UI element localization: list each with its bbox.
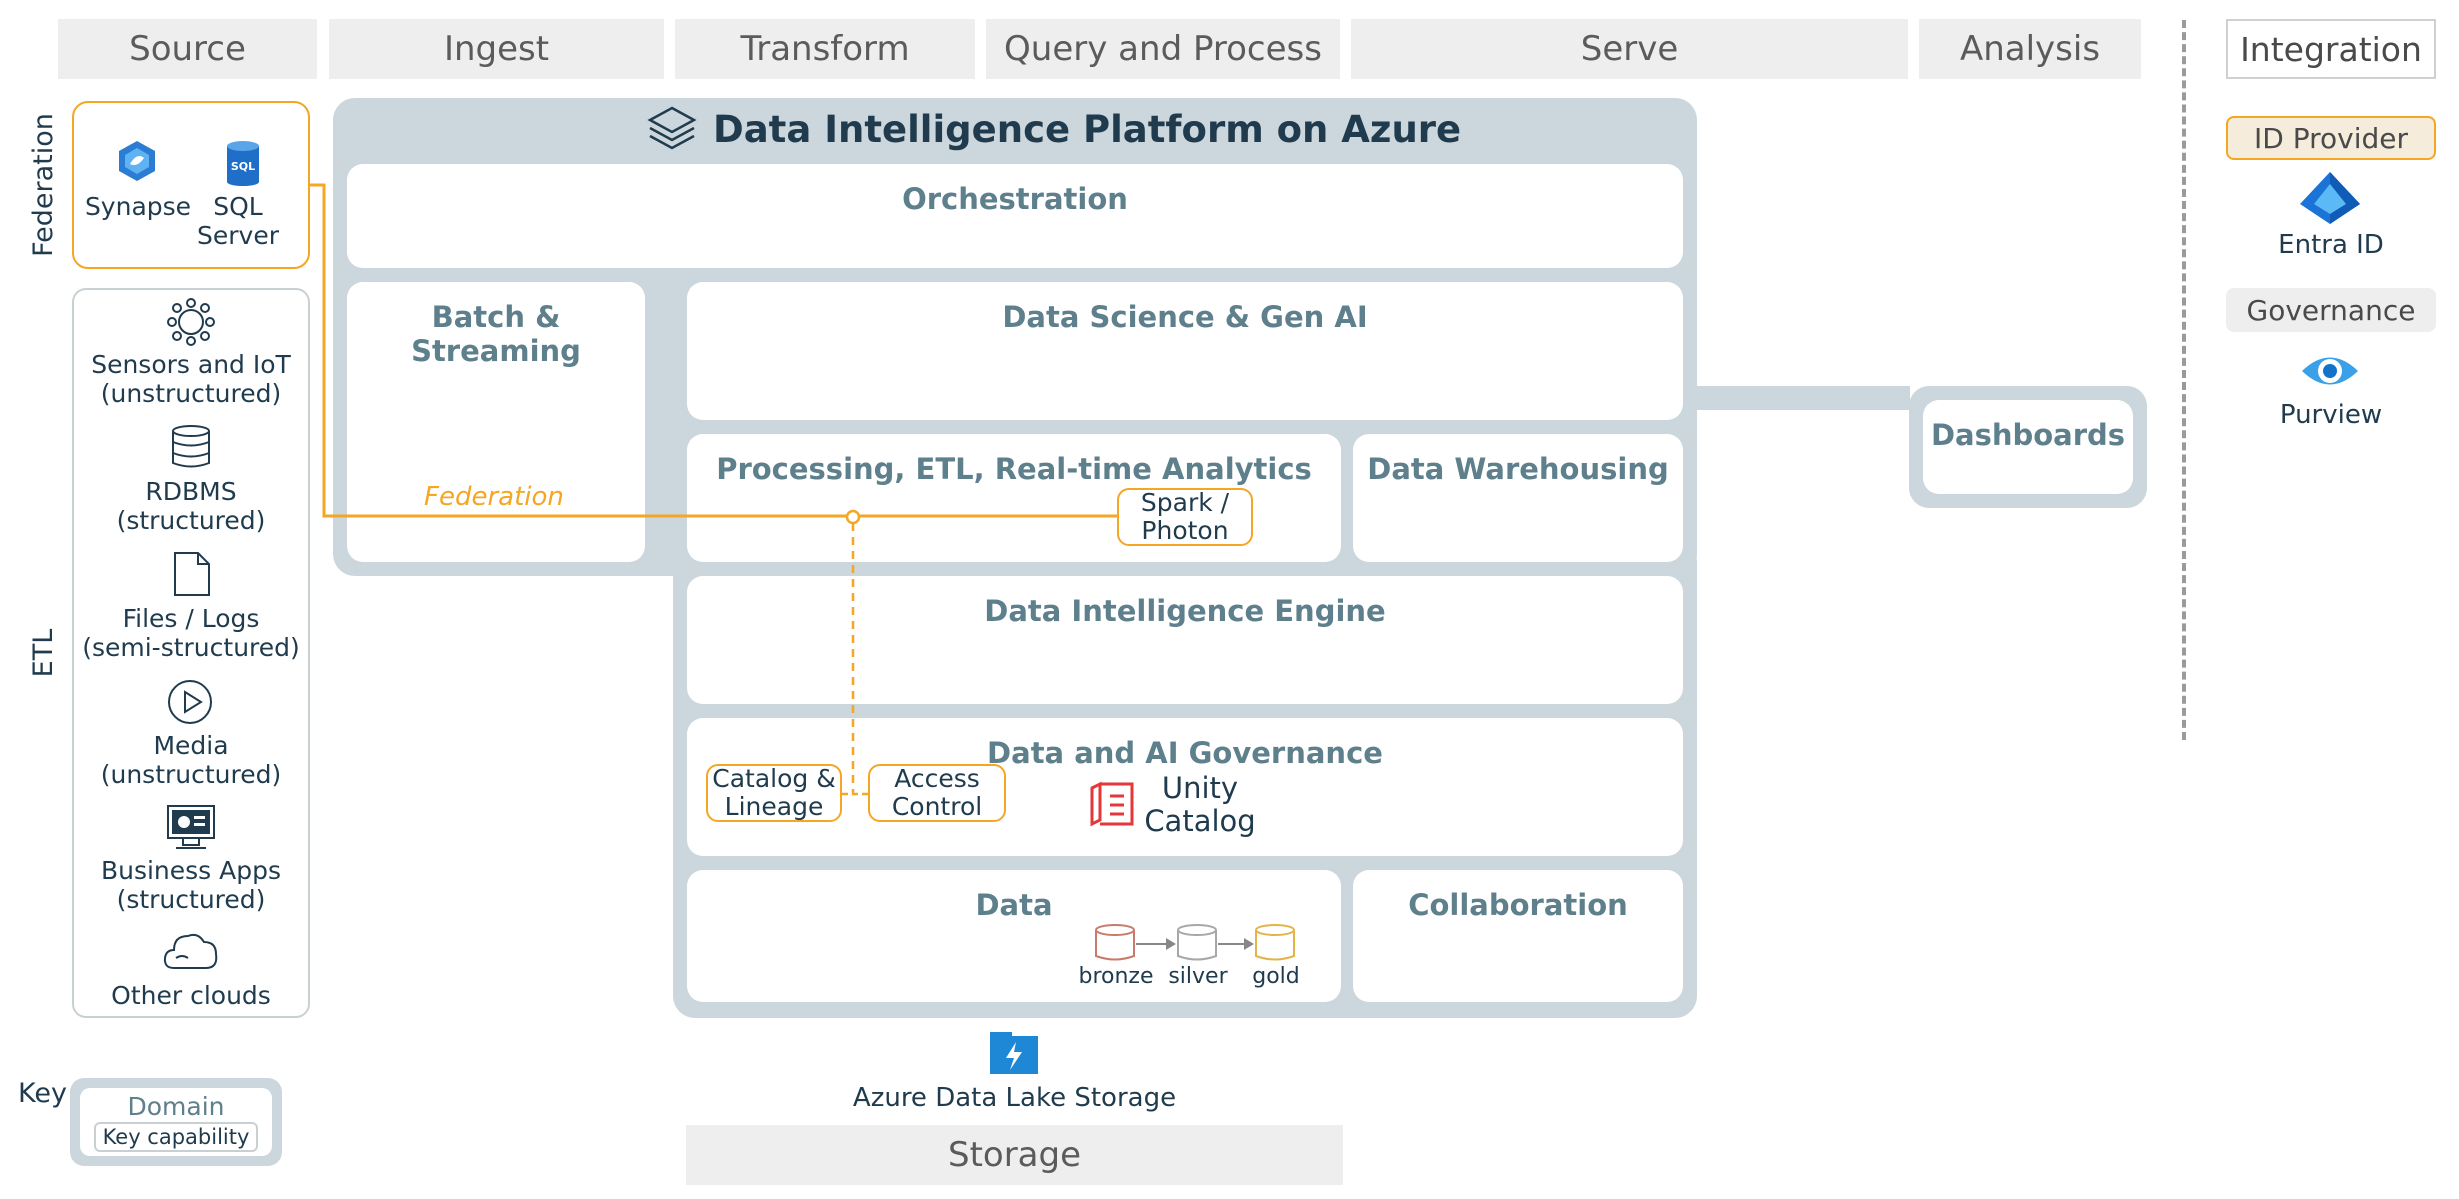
key-capability-label: Key capability [94,1122,258,1152]
synapse-label: Synapse [84,192,192,221]
databricks-layers-icon [646,104,698,156]
integration-divider [2182,20,2186,740]
source-sensors-line1: Sensors and IoT [91,350,291,379]
domain-data: Data [687,870,1341,1002]
key-domain-label: Domain [127,1092,225,1121]
purview-icon [2298,348,2362,394]
access-line1: Access [894,764,980,793]
stage-transform: Transform [675,19,975,79]
serve-connector [1690,386,1910,410]
capability-catalog-lineage: Catalog & Lineage [706,764,842,822]
unity-line1: Unity [1161,771,1239,805]
governance-badge: Governance [2226,288,2436,332]
source-files-line1: Files / Logs [122,604,260,633]
access-line2: Control [891,792,983,821]
bronze-cylinder-icon [1095,924,1135,961]
unity-catalog-icon [1088,780,1136,828]
domain-dashboards: Dashboards [1923,400,2133,494]
stage-serve: Serve [1351,19,1908,79]
unity-line2: Catalog [1144,804,1256,838]
entra-id-label: Entra ID [2278,230,2384,260]
cloud-icon [162,928,220,972]
capability-spark-photon: Spark / Photon [1117,488,1253,546]
silver-label: silver [1168,964,1228,989]
source-media-label: Media (unstructured) [76,731,306,789]
sql-server-icon: SQL [225,140,261,186]
gold-cylinder-icon [1255,924,1295,961]
media-play-icon [166,678,214,726]
source-files-line2: (semi-structured) [82,633,300,662]
gold-label: gold [1252,964,1300,989]
platform-title: Data Intelligence Platform on Azure [713,108,1462,151]
source-files-label: Files / Logs (semi-structured) [72,604,310,662]
source-business-line2: (structured) [116,885,266,914]
source-sensors-label: Sensors and IoT (unstructured) [76,350,306,408]
stage-source: Source [58,19,317,79]
domain-data-warehousing: Data Warehousing [1353,434,1683,562]
source-other-clouds-label: Other clouds [111,981,271,1010]
sql-server-label: SQL Server [188,192,288,250]
stage-storage: Storage [686,1125,1343,1185]
domain-processing: Processing, ETL, Real-time Analytics [687,434,1341,562]
catalog-line2: Lineage [724,792,824,821]
silver-cylinder-icon [1177,924,1217,961]
bronze-label: bronze [1078,964,1154,989]
stage-analysis: Analysis [1919,19,2141,79]
file-icon [172,551,212,597]
business-apps-icon [166,804,216,850]
entra-id-icon [2298,170,2362,226]
medallion-flow [1095,924,1295,961]
domain-data-science: Data Science & Gen AI [687,282,1683,420]
stage-integration: Integration [2226,19,2436,79]
source-rdbms-line2: (structured) [116,506,266,535]
spark-line2: Photon [1141,516,1229,545]
federation-path-label: Federation [424,482,564,512]
storage-label: Azure Data Lake Storage [852,1083,1177,1113]
domain-collaboration: Collaboration [1353,870,1683,1002]
synapse-icon [114,138,160,184]
spark-line1: Spark / [1140,488,1230,517]
database-icon [170,424,212,470]
key-label: Key [18,1078,67,1109]
unity-catalog-label: Unity Catalog [1140,772,1260,838]
federation-sources-box [72,101,310,269]
source-rdbms-line1: RDBMS [145,477,237,506]
capability-access-control: Access Control [868,764,1006,822]
etl-sources-box [72,288,310,1018]
source-business-label: Business Apps (structured) [76,856,306,914]
sql-server-label-line1: SQL [213,192,263,221]
sql-server-label-line2: Server [197,221,279,250]
svg-text:SQL: SQL [231,160,255,173]
source-media-line2: (unstructured) [100,760,282,789]
source-media-line1: Media [153,731,229,760]
stage-ingest: Ingest [329,19,664,79]
sensors-iot-icon [166,297,216,347]
stage-query: Query and Process [986,19,1340,79]
azure-data-lake-icon [988,1030,1040,1076]
domain-orchestration: Orchestration [347,164,1683,268]
source-sensors-line2: (unstructured) [100,379,282,408]
catalog-line1: Catalog & [712,764,836,793]
source-rdbms-label: RDBMS (structured) [76,477,306,535]
source-business-line1: Business Apps [100,856,282,885]
id-provider-badge: ID Provider [2226,116,2436,160]
purview-label: Purview [2279,400,2383,430]
